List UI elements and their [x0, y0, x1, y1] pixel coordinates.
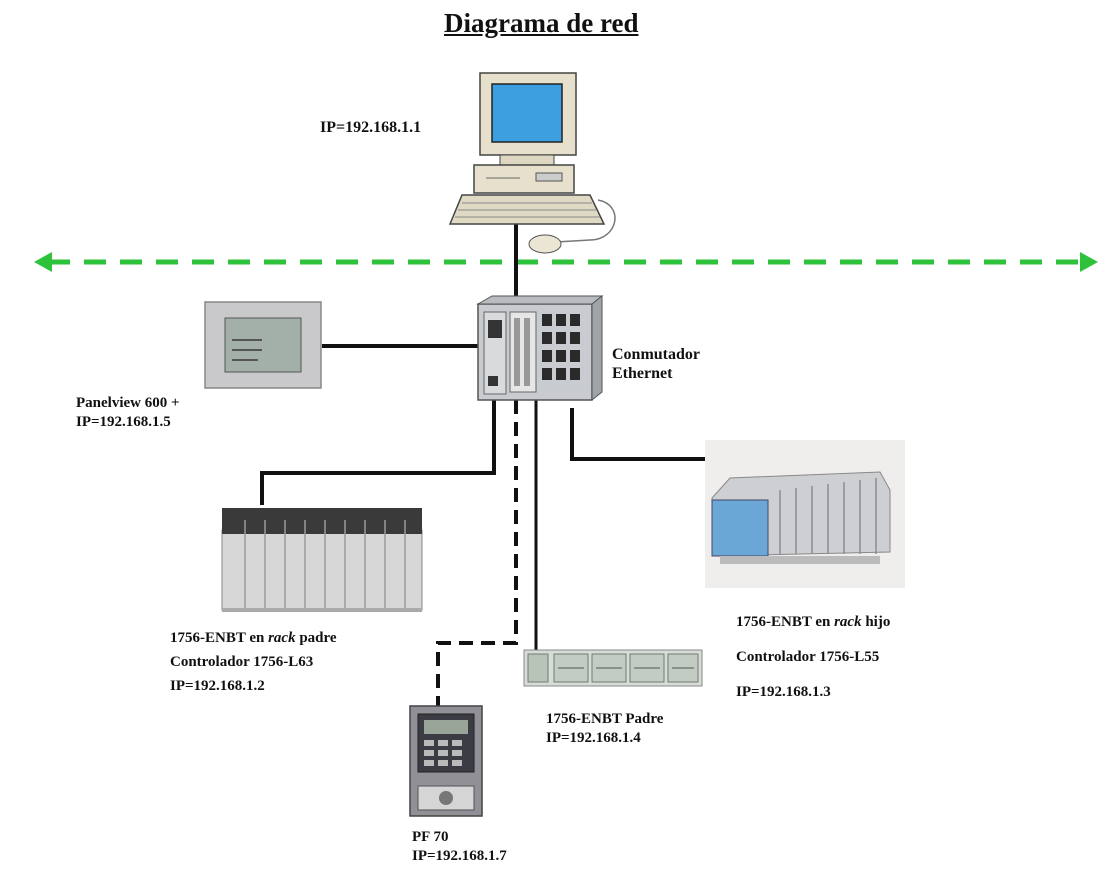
panelview-terminal [204, 301, 322, 389]
rack-hijo-chassis [705, 440, 905, 588]
panelview-ip: IP=192.168.1.5 [76, 414, 171, 430]
rack-padre-module: 1756-ENBT en rack padre [170, 630, 337, 646]
panelview-label: Panelview 600 + IP=192.168.1.5 [76, 394, 180, 432]
switch-label: Conmutador Ethernet [612, 345, 700, 383]
io-padre-line1: 1756-ENBT Padre [546, 711, 664, 727]
diagram-title: Diagrama de red [444, 8, 639, 38]
cable-switch-drive [436, 400, 518, 706]
pc-computer [448, 72, 616, 254]
rack-hijo-module: 1756-ENBT en rack hijo [736, 614, 891, 630]
rack-padre-label: 1756-ENBT en rack padre Controlador 1756… [170, 626, 337, 698]
pc-ip-label: IP=192.168.1.1 [320, 119, 422, 136]
io-padre-label: 1756-ENBT Padre IP=192.168.1.4 [546, 710, 663, 748]
ethernet-switch [476, 294, 604, 402]
panelview-label-line1: Panelview 600 + [76, 395, 180, 411]
drive-label: PF 70 IP=192.168.1.7 [412, 828, 507, 866]
rack-hijo-label: 1756-ENBT en rack hijo Controlador 1756-… [736, 605, 890, 710]
rack-hijo-ip: IP=192.168.1.3 [736, 684, 831, 700]
io-padre-modules [523, 649, 703, 687]
cables [260, 220, 764, 706]
ethernet-backbone [34, 252, 1098, 272]
rack-padre-controller: Controlador 1756-L63 [170, 654, 314, 670]
rack-padre-ip: IP=192.168.1.2 [170, 678, 265, 694]
drive-line1: PF 70 [412, 829, 449, 845]
cable-switch-rack-padre [260, 398, 496, 505]
rack-padre-chassis [221, 508, 423, 612]
switch-label-line1: Conmutador [612, 346, 701, 363]
drive-ip: IP=192.168.1.7 [412, 848, 507, 864]
powerflex-drive [409, 705, 483, 817]
rack-hijo-controller: Controlador 1756-L55 [736, 649, 880, 665]
io-padre-ip: IP=192.168.1.4 [546, 730, 641, 746]
switch-label-line2: Ethernet [612, 365, 673, 382]
